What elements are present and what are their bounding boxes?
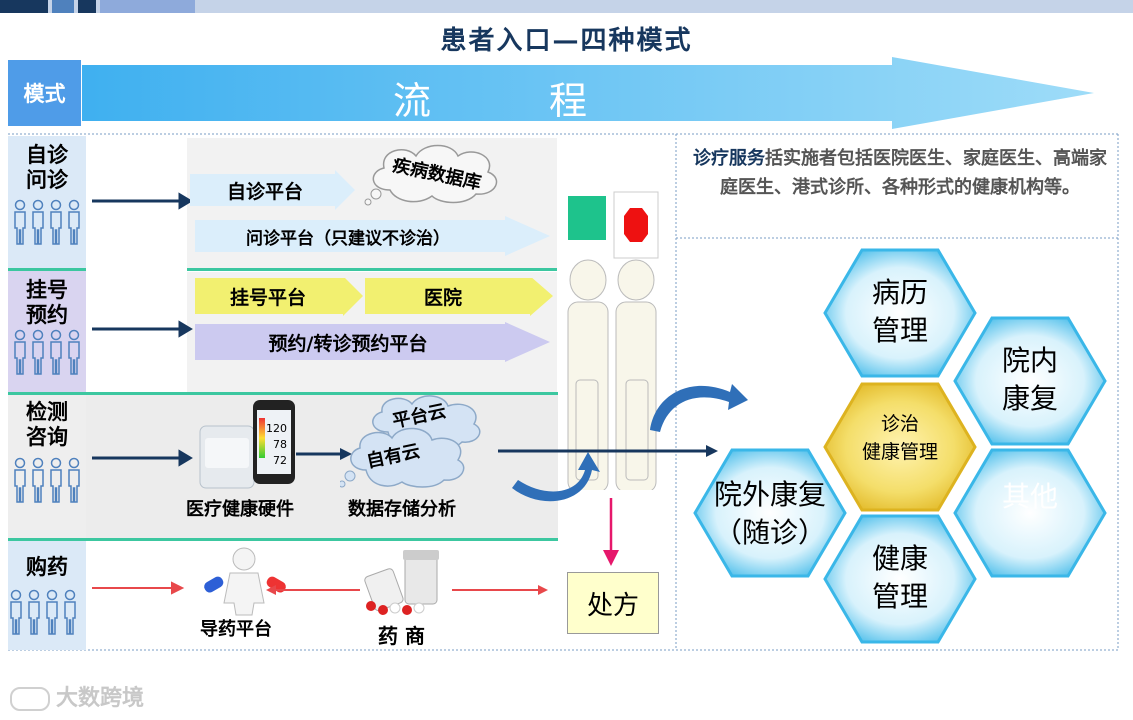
self-diag-arrow-shape <box>190 170 355 210</box>
process-arrow <box>82 57 1094 129</box>
page-title: 患者入口—四种模式 <box>440 26 693 56</box>
row-label-registration: 挂号预约 <box>26 278 68 327</box>
row-label-medicine: 购药 <box>26 555 68 579</box>
hex-center-label: 诊治健康管理 <box>861 413 938 463</box>
self-diag-platform: 自诊平台 <box>226 180 303 203</box>
row3-panel <box>86 394 558 538</box>
service-highlight: 诊疗服务 <box>693 148 765 169</box>
svg-text:72: 72 <box>273 454 287 467</box>
row-label-bg-3 <box>8 394 86 538</box>
cloud-icons <box>340 395 481 488</box>
prescription-box: 处方 <box>567 572 659 634</box>
top-decor-bar <box>0 0 1133 13</box>
appointment-platform: 预约/转诊预约平台 <box>268 332 428 355</box>
watermark-logo-icon <box>10 687 50 711</box>
consult-platform: 问诊平台（只建议不诊治） <box>246 228 450 249</box>
row-label-diagnosis: 自诊问诊 <box>26 143 68 192</box>
mode-header: 模式 <box>8 60 81 126</box>
hex-outhospital-rehab-label: 院外康复（随诊） <box>713 478 826 549</box>
row-label-bg-1 <box>8 136 86 268</box>
guide-platform-label: 导药平台 <box>200 619 272 640</box>
patient-doctor-figures <box>567 191 659 490</box>
people-icons <box>10 192 193 635</box>
register-platform: 挂号平台 <box>229 286 306 309</box>
medicine-bottles-image <box>364 550 439 615</box>
medical-hardware-image: 120 78 72 <box>199 400 295 489</box>
hospital-box: 医院 <box>423 286 462 309</box>
hex-medical-records-label: 病历管理 <box>871 276 928 347</box>
process-header: 流 程 <box>392 79 627 123</box>
svg-text:120: 120 <box>266 422 287 435</box>
data-storage-label: 数据存储分析 <box>348 499 456 520</box>
hex-health-mgmt-label: 健康管理 <box>871 542 928 613</box>
merchant-label: 药 商 <box>378 624 425 648</box>
hardware-label: 医疗健康硬件 <box>186 499 294 520</box>
guide-pharmacist-image <box>204 547 286 616</box>
row-label-testing: 检测咨询 <box>26 400 68 449</box>
registration-shapes <box>195 278 553 362</box>
svg-text:78: 78 <box>273 438 287 451</box>
service-info-text: 诊疗服务括实施者包括医院医生、家庭医生、高端家庭医生、港式诊所、各种形式的健康机… <box>693 148 1107 198</box>
watermark: 大数跨境 <box>10 680 144 712</box>
hex-inhospital-rehab-label: 院内康复 <box>1001 344 1058 415</box>
green-card-icon <box>568 196 606 240</box>
hex-other-label: 其他 <box>1001 480 1058 513</box>
disease-db-cloud <box>364 144 498 206</box>
consult-arrow-shape <box>195 216 550 256</box>
